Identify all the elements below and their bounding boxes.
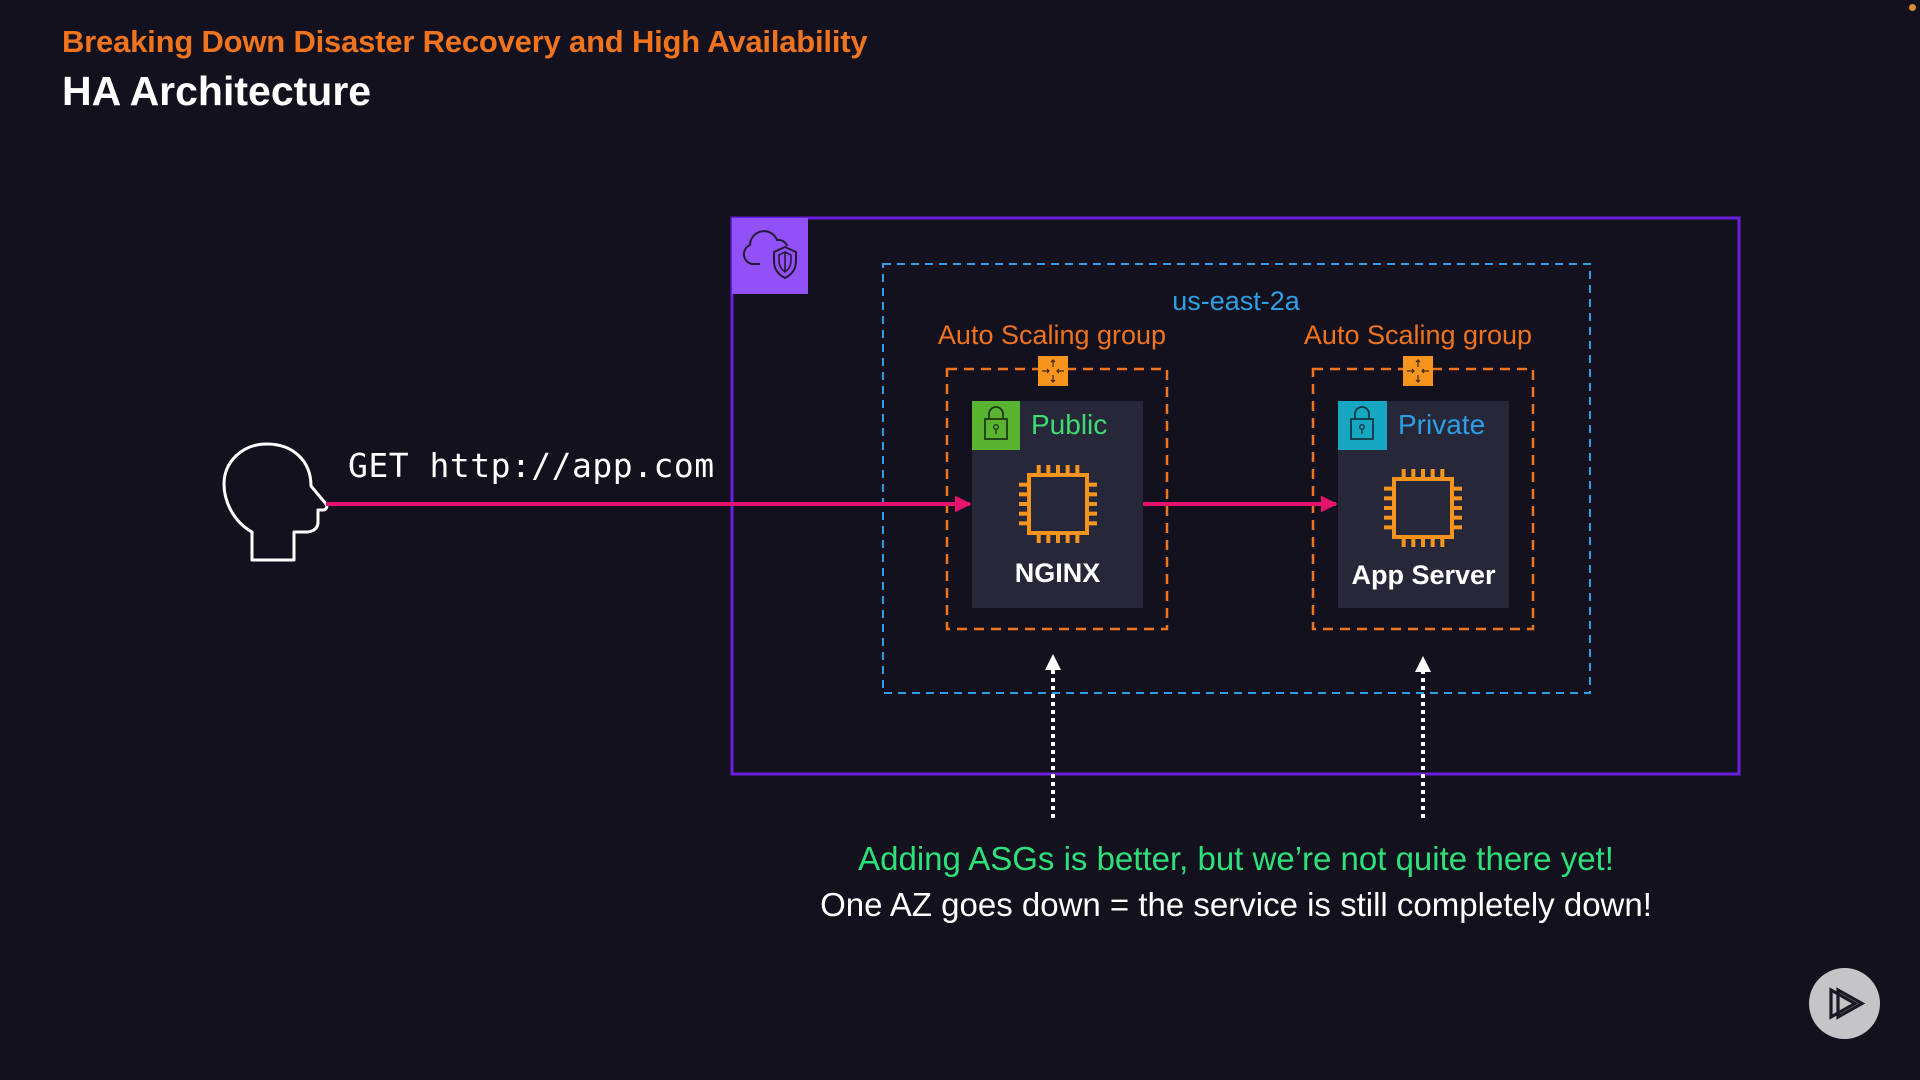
highlight-note: Adding ASGs is better, but we’re not qui… xyxy=(858,840,1614,877)
private-subnet-label: Private xyxy=(1398,409,1486,440)
pluralsight-play-icon xyxy=(1829,987,1866,1020)
play-button[interactable] xyxy=(1809,968,1880,1039)
app-server-instance-label: App Server xyxy=(1351,560,1496,590)
asg-label-public: Auto Scaling group xyxy=(937,320,1167,350)
http-request-label: GET http://app.com xyxy=(348,446,715,485)
availability-zone-label: us-east-2a xyxy=(1172,286,1300,316)
availability-zone-boundary xyxy=(882,263,1591,694)
course-subtitle: Breaking Down Disaster Recovery and High… xyxy=(62,24,868,59)
detail-note: One AZ goes down = the service is still … xyxy=(820,886,1652,923)
lock-icon xyxy=(1338,401,1387,450)
user-head-icon xyxy=(222,442,329,562)
asg-label-private: Auto Scaling group xyxy=(1303,320,1533,350)
cloud-shield-icon xyxy=(732,218,808,294)
nginx-instance-label: NGINX xyxy=(1014,558,1101,588)
status-dot xyxy=(1909,4,1916,11)
pointer-arrow-app-server xyxy=(1415,656,1431,818)
ec2-chip-icon xyxy=(1019,465,1097,543)
pointer-arrow-nginx xyxy=(1045,654,1061,818)
slide-title: HA Architecture xyxy=(62,68,372,114)
ec2-chip-icon xyxy=(1384,469,1462,547)
vpc-boundary xyxy=(730,216,1741,776)
public-subnet-label: Public xyxy=(1031,409,1108,440)
auto-scaling-icon xyxy=(1403,356,1433,386)
lock-icon xyxy=(972,401,1020,450)
auto-scaling-icon xyxy=(1038,356,1068,386)
